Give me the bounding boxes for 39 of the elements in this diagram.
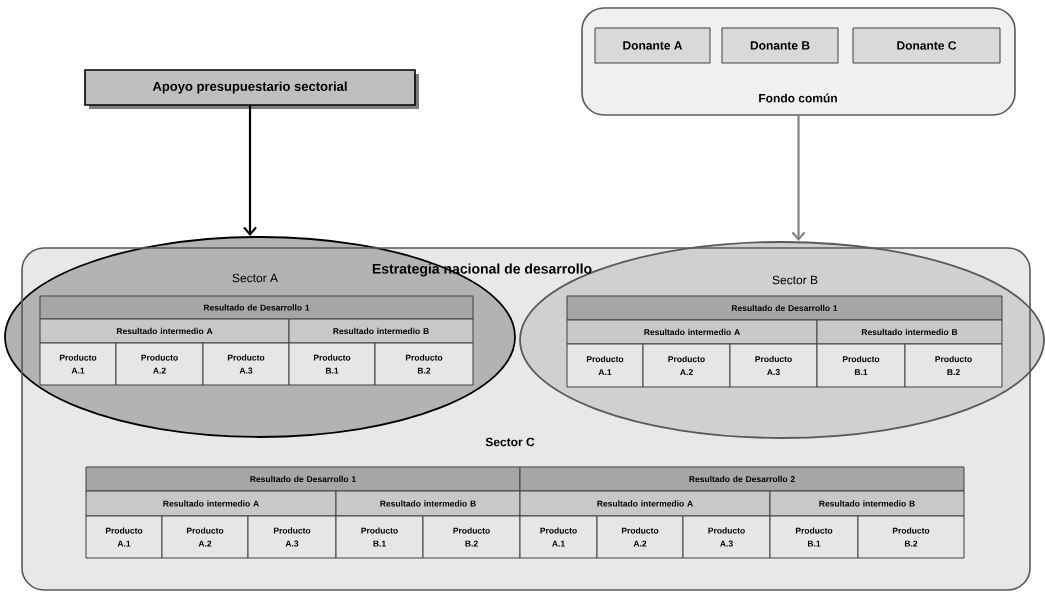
table-cell: Producto B.2 (904, 343, 1003, 388)
table-cell: Producto B.1 (335, 515, 424, 559)
table-cell: Producto A.1 (566, 343, 644, 388)
donor-box: Donante B (721, 27, 839, 64)
table-cell: Producto A.1 (85, 515, 163, 559)
arrow (791, 115, 806, 242)
table-cell: Producto A.3 (202, 342, 290, 386)
table-cell: Producto B.1 (816, 343, 906, 388)
table-cell: Producto A.2 (115, 342, 204, 386)
table-cell: Producto A.2 (642, 343, 731, 388)
table-cell: Resultado intermedio B (288, 318, 474, 344)
table-cell: Resultado de Desarrollo 1 (39, 295, 474, 320)
donor-box: Donante C (852, 27, 1001, 64)
table-cell: Producto A.3 (247, 515, 337, 559)
table-cell: Producto A.2 (161, 515, 249, 559)
table-cell: Producto B.2 (374, 342, 474, 386)
table-cell: Resultado intermedio B (769, 490, 965, 517)
sector-heading: Sector C (485, 437, 535, 447)
table-cell: Producto A.3 (682, 515, 771, 559)
table-cell: Producto A.1 (519, 515, 598, 559)
table-cell: Resultado de Desarrollo 2 (519, 466, 965, 492)
table-cell: Resultado intermedio A (85, 490, 337, 517)
table-cell: Resultado intermedio A (39, 318, 290, 344)
table-cell: Producto A.3 (729, 343, 818, 388)
donor-box: Donante A (594, 27, 711, 64)
table-cell: Producto B.1 (769, 515, 859, 559)
table-cell: Resultado de Desarrollo 1 (85, 466, 521, 492)
table-cell: Producto A.2 (596, 515, 684, 559)
table-cell: Producto B.1 (288, 342, 376, 386)
table-cell: Resultado intermedio B (816, 319, 1003, 345)
table-cell: Producto A.1 (39, 342, 117, 386)
table-cell: Resultado intermedio A (519, 490, 771, 517)
table-cell: Producto B.2 (857, 515, 965, 559)
arrow (243, 105, 257, 237)
table-cell: Resultado intermedio A (566, 319, 818, 345)
table-cell: Resultado intermedio B (335, 490, 521, 517)
table-cell: Resultado de Desarrollo 1 (566, 295, 1003, 321)
table-cell: Producto B.2 (422, 515, 521, 559)
label-box: Apoyo presupuestario sectorial (84, 69, 419, 109)
